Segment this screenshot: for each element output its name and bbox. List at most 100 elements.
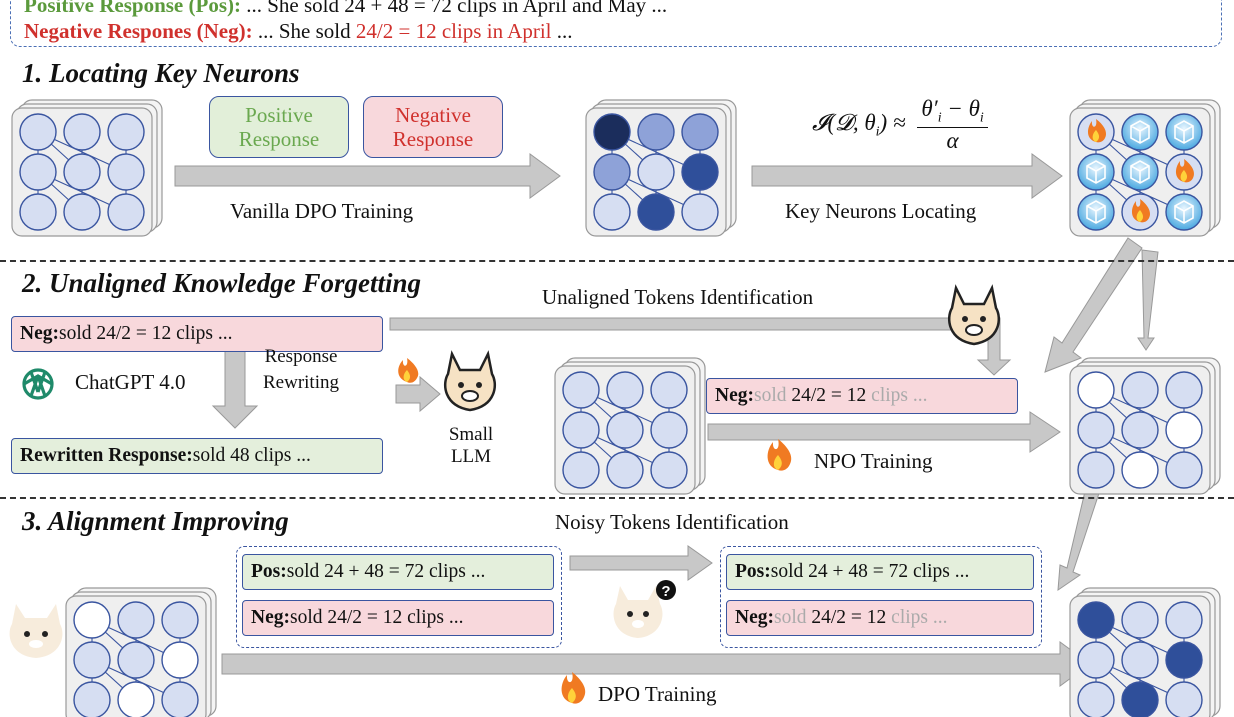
neuron xyxy=(606,371,644,409)
arrow-npo xyxy=(707,411,1061,453)
ice-cube-icon xyxy=(1130,120,1150,144)
network-alignment-input xyxy=(65,587,217,717)
neuron xyxy=(1121,371,1159,409)
neg-grayed-text-a: sold xyxy=(753,385,787,406)
neg-text: sold 24/2 = 12 clips ... xyxy=(289,607,464,628)
neg-box: Neg: sold 24/2 = 12 clips ... xyxy=(11,316,383,352)
neuron xyxy=(1121,681,1159,717)
negative-response-pill: Negative Response xyxy=(363,96,503,158)
neuron xyxy=(19,113,57,151)
header-negative-line: Negative Respones (Neg): ... She sold 24… xyxy=(24,19,572,44)
neuron xyxy=(73,641,111,679)
key-neurons-locating-label: Key Neurons Locating xyxy=(785,199,977,223)
llama-icon xyxy=(9,604,63,658)
formula: 𝓘(𝓓, θi) ≈ θ′i − θi α xyxy=(812,96,988,154)
neuron xyxy=(63,153,101,191)
neg-box: Neg: sold 24/2 = 12 clips ... xyxy=(242,600,554,636)
negative-text-highlight: 24/2 = 12 clips in April xyxy=(355,19,552,43)
response-pair-box-identified xyxy=(720,546,1042,648)
neuron xyxy=(562,411,600,449)
llama-icon xyxy=(444,350,496,412)
neuron xyxy=(19,193,57,231)
section-separator xyxy=(0,497,1234,499)
neuron xyxy=(606,451,644,489)
positive-text: ... She sold 24 + 48 = 72 clips in April… xyxy=(240,0,668,17)
neg-grayed-label: Neg: xyxy=(715,385,754,406)
rewritten-response-box: Rewritten Response: sold 48 clips ... xyxy=(11,438,383,474)
negative-label: Negative Respones (Neg): xyxy=(24,19,253,43)
pos-label: Pos: xyxy=(251,561,287,582)
section-separator xyxy=(0,260,1234,262)
neg-box-identified: Neg: sold 24/2 = 12 clips ... xyxy=(726,600,1034,636)
neg-box-text: sold 24/2 = 12 clips ... xyxy=(58,323,233,344)
neuron xyxy=(107,193,145,231)
ice-cube-icon xyxy=(1086,160,1106,184)
neuron xyxy=(681,153,719,191)
response-rewriting-label: Response Rewriting xyxy=(263,344,339,396)
neuron xyxy=(593,153,631,191)
network-key-neurons xyxy=(1069,99,1221,237)
neg-identified-text-dark: 24/2 = 12 xyxy=(811,607,887,628)
neuron xyxy=(117,601,155,639)
neuron xyxy=(1077,601,1115,639)
neg-label: Neg: xyxy=(251,607,290,628)
neuron xyxy=(1077,681,1115,717)
chatgpt-logo-icon xyxy=(22,368,54,400)
llama-icon xyxy=(613,586,663,638)
neuron xyxy=(1121,601,1159,639)
arrow-key-neurons xyxy=(751,153,1063,199)
pos-box: Pos: sold 24 + 48 = 72 clips ... xyxy=(242,554,554,590)
pos-box-identified: Pos: sold 24 + 48 = 72 clips ... xyxy=(726,554,1034,590)
neuron xyxy=(650,411,688,449)
ice-cube-icon xyxy=(1086,200,1106,224)
pos-label: Pos: xyxy=(735,561,771,582)
positive-label: Positive Response (Pos): xyxy=(24,0,241,17)
flame-icon xyxy=(561,672,586,704)
header-box xyxy=(10,0,1222,47)
neuron xyxy=(1165,411,1203,449)
neuron xyxy=(681,113,719,151)
neuron xyxy=(1165,371,1203,409)
neuron xyxy=(63,113,101,151)
neuron xyxy=(73,601,111,639)
chatgpt-label: ChatGPT 4.0 xyxy=(75,370,186,394)
rewrite-label-2: Rewriting xyxy=(263,372,339,393)
neuron xyxy=(562,451,600,489)
flame-icon xyxy=(1175,159,1194,183)
section2-title: 2. Unaligned Knowledge Forgetting xyxy=(22,268,422,298)
section1-title: 1. Locating Key Neurons xyxy=(22,58,300,88)
neuron xyxy=(1165,681,1203,717)
neuron xyxy=(637,193,675,231)
neuron xyxy=(681,193,719,231)
neuron xyxy=(1077,411,1115,449)
network-initial xyxy=(11,99,163,237)
dpo-training-label: DPO Training xyxy=(598,682,717,706)
neuron xyxy=(637,113,675,151)
question-icon: ? xyxy=(656,580,676,600)
neg-grayed-text-dark: 24/2 = 12 xyxy=(791,385,867,406)
neg-label: Neg: xyxy=(735,607,774,628)
small-llm-label: Small LLM xyxy=(446,424,496,468)
neuron xyxy=(1121,451,1159,489)
flame-icon xyxy=(1131,199,1150,223)
arrow-diag-1 xyxy=(1044,237,1143,373)
neg-grayed-text-b: clips ... xyxy=(871,385,928,406)
unaligned-tokens-label: Unaligned Tokens Identification xyxy=(542,285,814,309)
response-pair-box xyxy=(236,546,562,648)
section3-title: 3. Alignment Improving xyxy=(22,506,289,536)
flame-icon xyxy=(767,439,792,471)
ice-cube-icon xyxy=(1174,120,1194,144)
ice-cube-icon xyxy=(1130,160,1150,184)
arrow-to-small-llm xyxy=(395,375,441,413)
network-after-npo xyxy=(1069,357,1221,495)
positive-response-pill: Positive Response xyxy=(209,96,349,158)
neg-identified-text-a: sold xyxy=(773,607,807,628)
neg-box-label: Neg: xyxy=(20,323,59,344)
rewritten-text: sold 48 clips ... xyxy=(192,445,311,466)
rewrite-label-1: Response xyxy=(264,346,338,367)
noisy-tokens-label: Noisy Tokens Identification xyxy=(555,510,789,534)
network-npo-input xyxy=(554,357,706,495)
neg-identified-text-b: clips ... xyxy=(891,607,948,628)
small-llm-label-2: LLM xyxy=(450,446,492,467)
